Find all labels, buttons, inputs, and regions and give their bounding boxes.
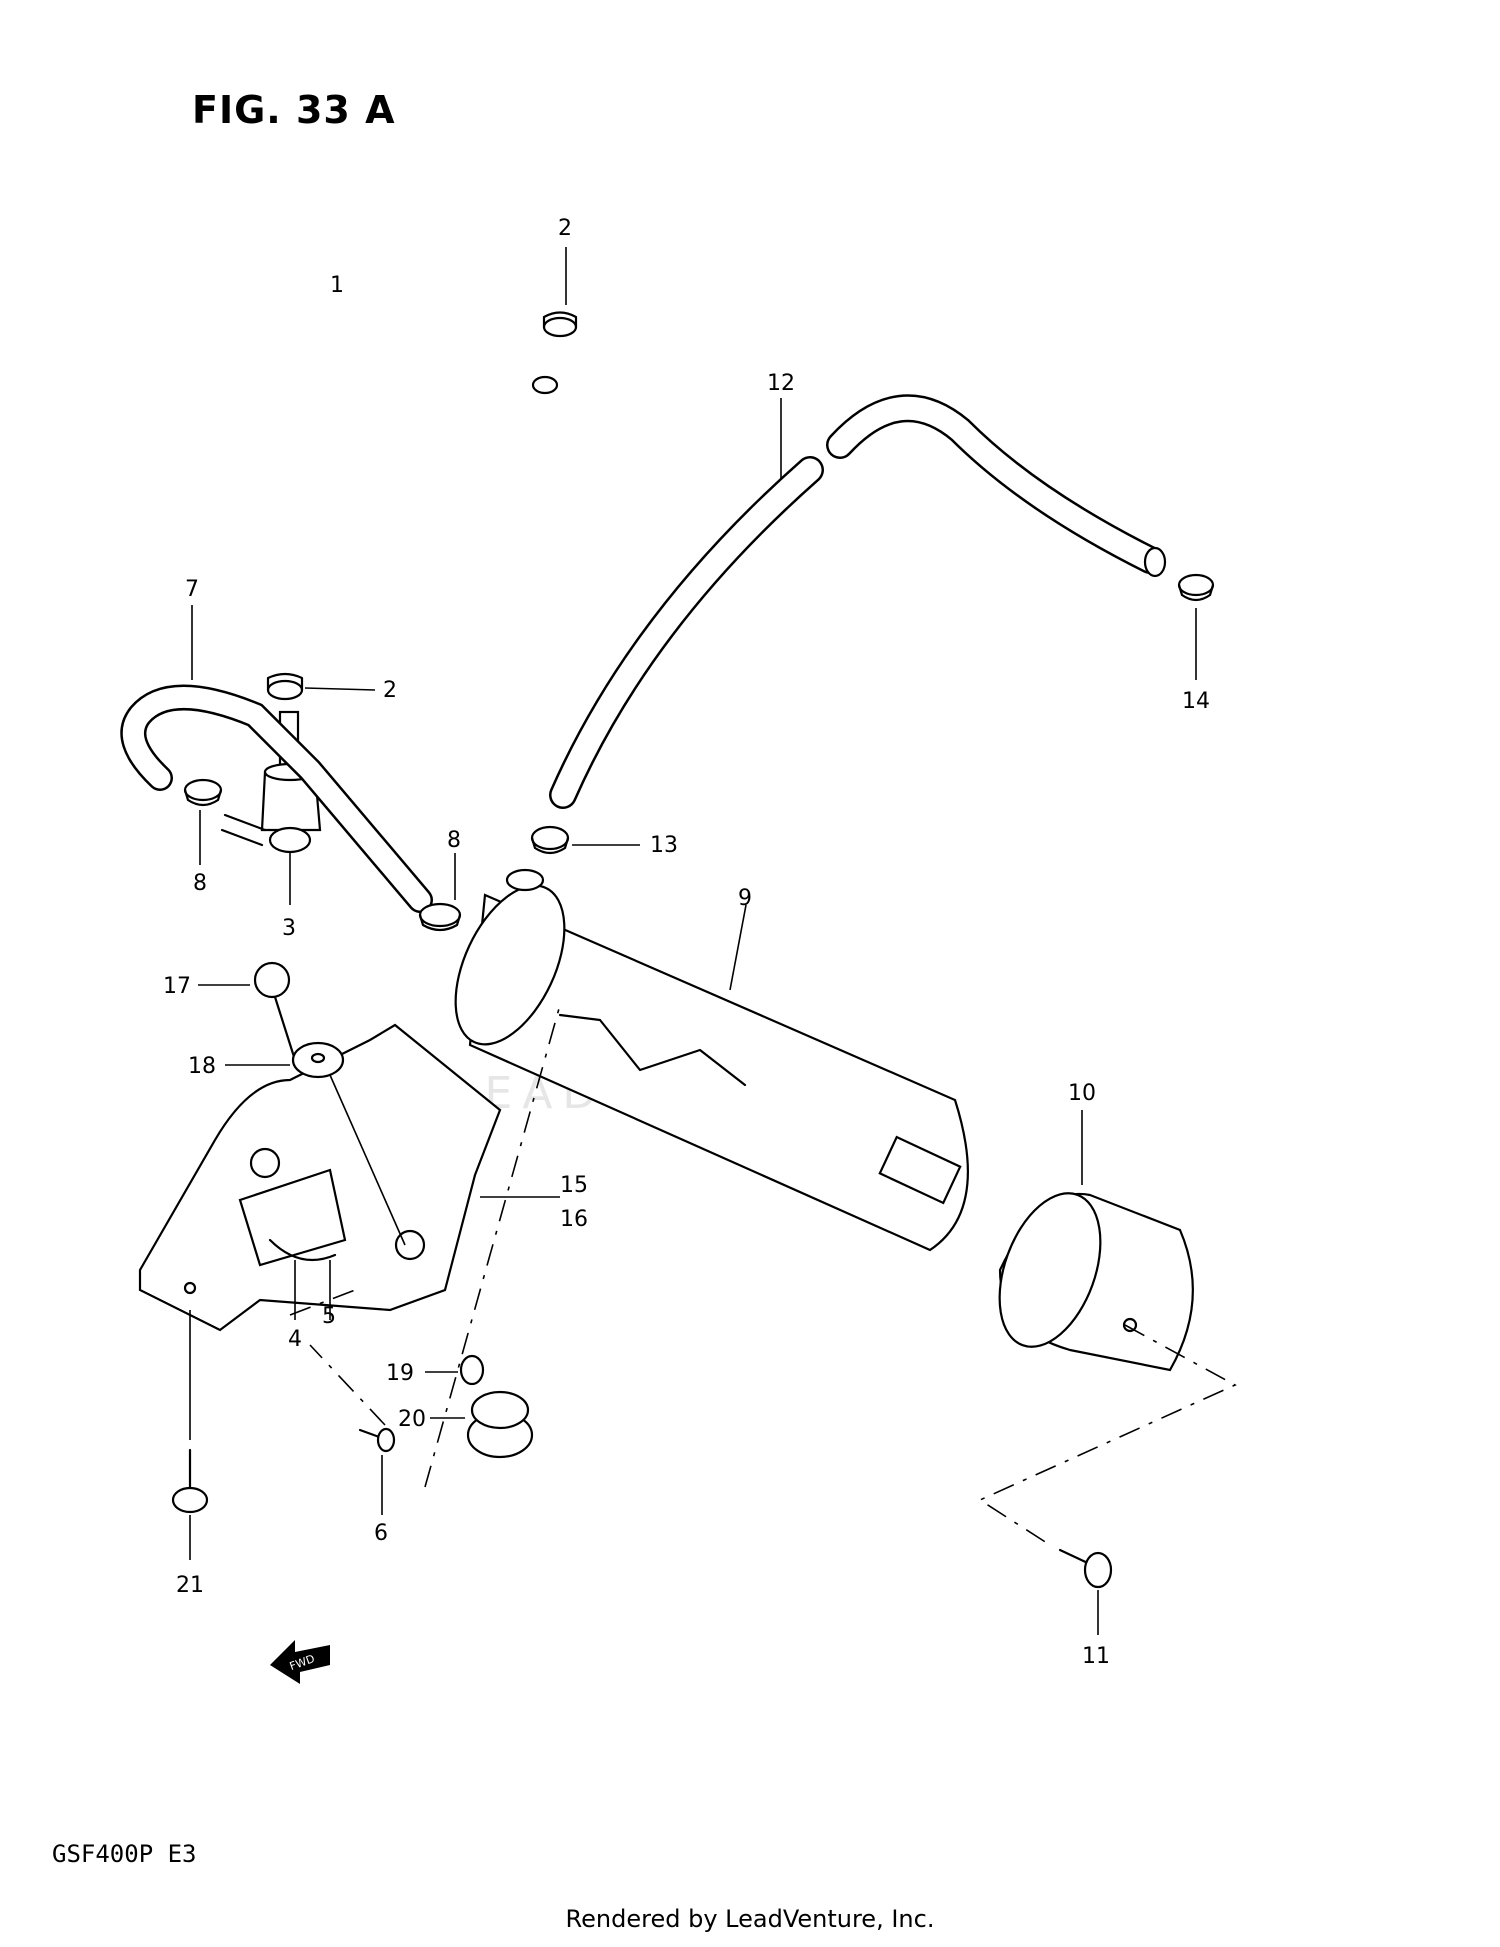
callout-8a: 8 <box>193 871 207 896</box>
bolt-part-17 <box>198 961 297 1062</box>
clamp-part-2-top <box>542 247 578 338</box>
callout-11: 11 <box>1082 1644 1110 1669</box>
bracket-part-15-16 <box>138 1023 560 1332</box>
callout-10: 10 <box>1068 1081 1096 1106</box>
hose-part-7 <box>120 605 433 913</box>
callout-1: 1 <box>330 273 344 298</box>
clamp-part-13 <box>530 825 640 855</box>
callout-19: 19 <box>386 1361 414 1386</box>
clamp-part-8-right <box>418 853 462 932</box>
callout-8b: 8 <box>447 828 461 853</box>
callout-2a: 2 <box>558 216 572 241</box>
fwd-arrow-icon: FWD <box>270 1640 330 1684</box>
canister-part-9 <box>454 868 969 1252</box>
cap-part-10 <box>998 1110 1194 1372</box>
callout-20: 20 <box>398 1407 426 1432</box>
callout-12: 12 <box>767 371 795 396</box>
callout-3: 3 <box>282 916 296 941</box>
callout-4: 4 <box>288 1327 302 1352</box>
cap-part-19 <box>425 1354 485 1386</box>
callout-6: 6 <box>374 1521 388 1546</box>
callout-13: 13 <box>650 833 678 858</box>
callout-14: 14 <box>1182 689 1210 714</box>
callout-15: 15 <box>560 1173 588 1198</box>
hose-part-12 <box>549 394 1167 809</box>
screw-part-6 <box>358 1427 396 1515</box>
callout-21: 21 <box>176 1573 204 1598</box>
callout-9: 9 <box>738 886 752 911</box>
callout-17: 17 <box>163 974 191 999</box>
clamp-part-8-left <box>183 778 223 865</box>
hose-part-1 <box>265 375 559 659</box>
model-code: GSF400P E3 <box>52 1840 197 1868</box>
clamp-part-4-5 <box>289 1260 356 1320</box>
bolt-part-11 <box>1058 1548 1113 1635</box>
callout-5: 5 <box>322 1304 336 1329</box>
grommet-part-20 <box>430 1390 534 1459</box>
bolt-part-21 <box>171 1310 209 1560</box>
clamp-part-14 <box>1177 573 1215 680</box>
callout-7: 7 <box>185 577 199 602</box>
clamp-part-2-mid <box>266 672 376 701</box>
washer-part-18 <box>225 1041 406 1246</box>
callout-2b: 2 <box>383 678 397 703</box>
callout-18: 18 <box>188 1054 216 1079</box>
callout-16: 16 <box>560 1207 588 1232</box>
footer-credit: Rendered by LeadVenture, Inc. <box>565 1905 935 1933</box>
figure-title: FIG. 33 A <box>192 88 396 132</box>
